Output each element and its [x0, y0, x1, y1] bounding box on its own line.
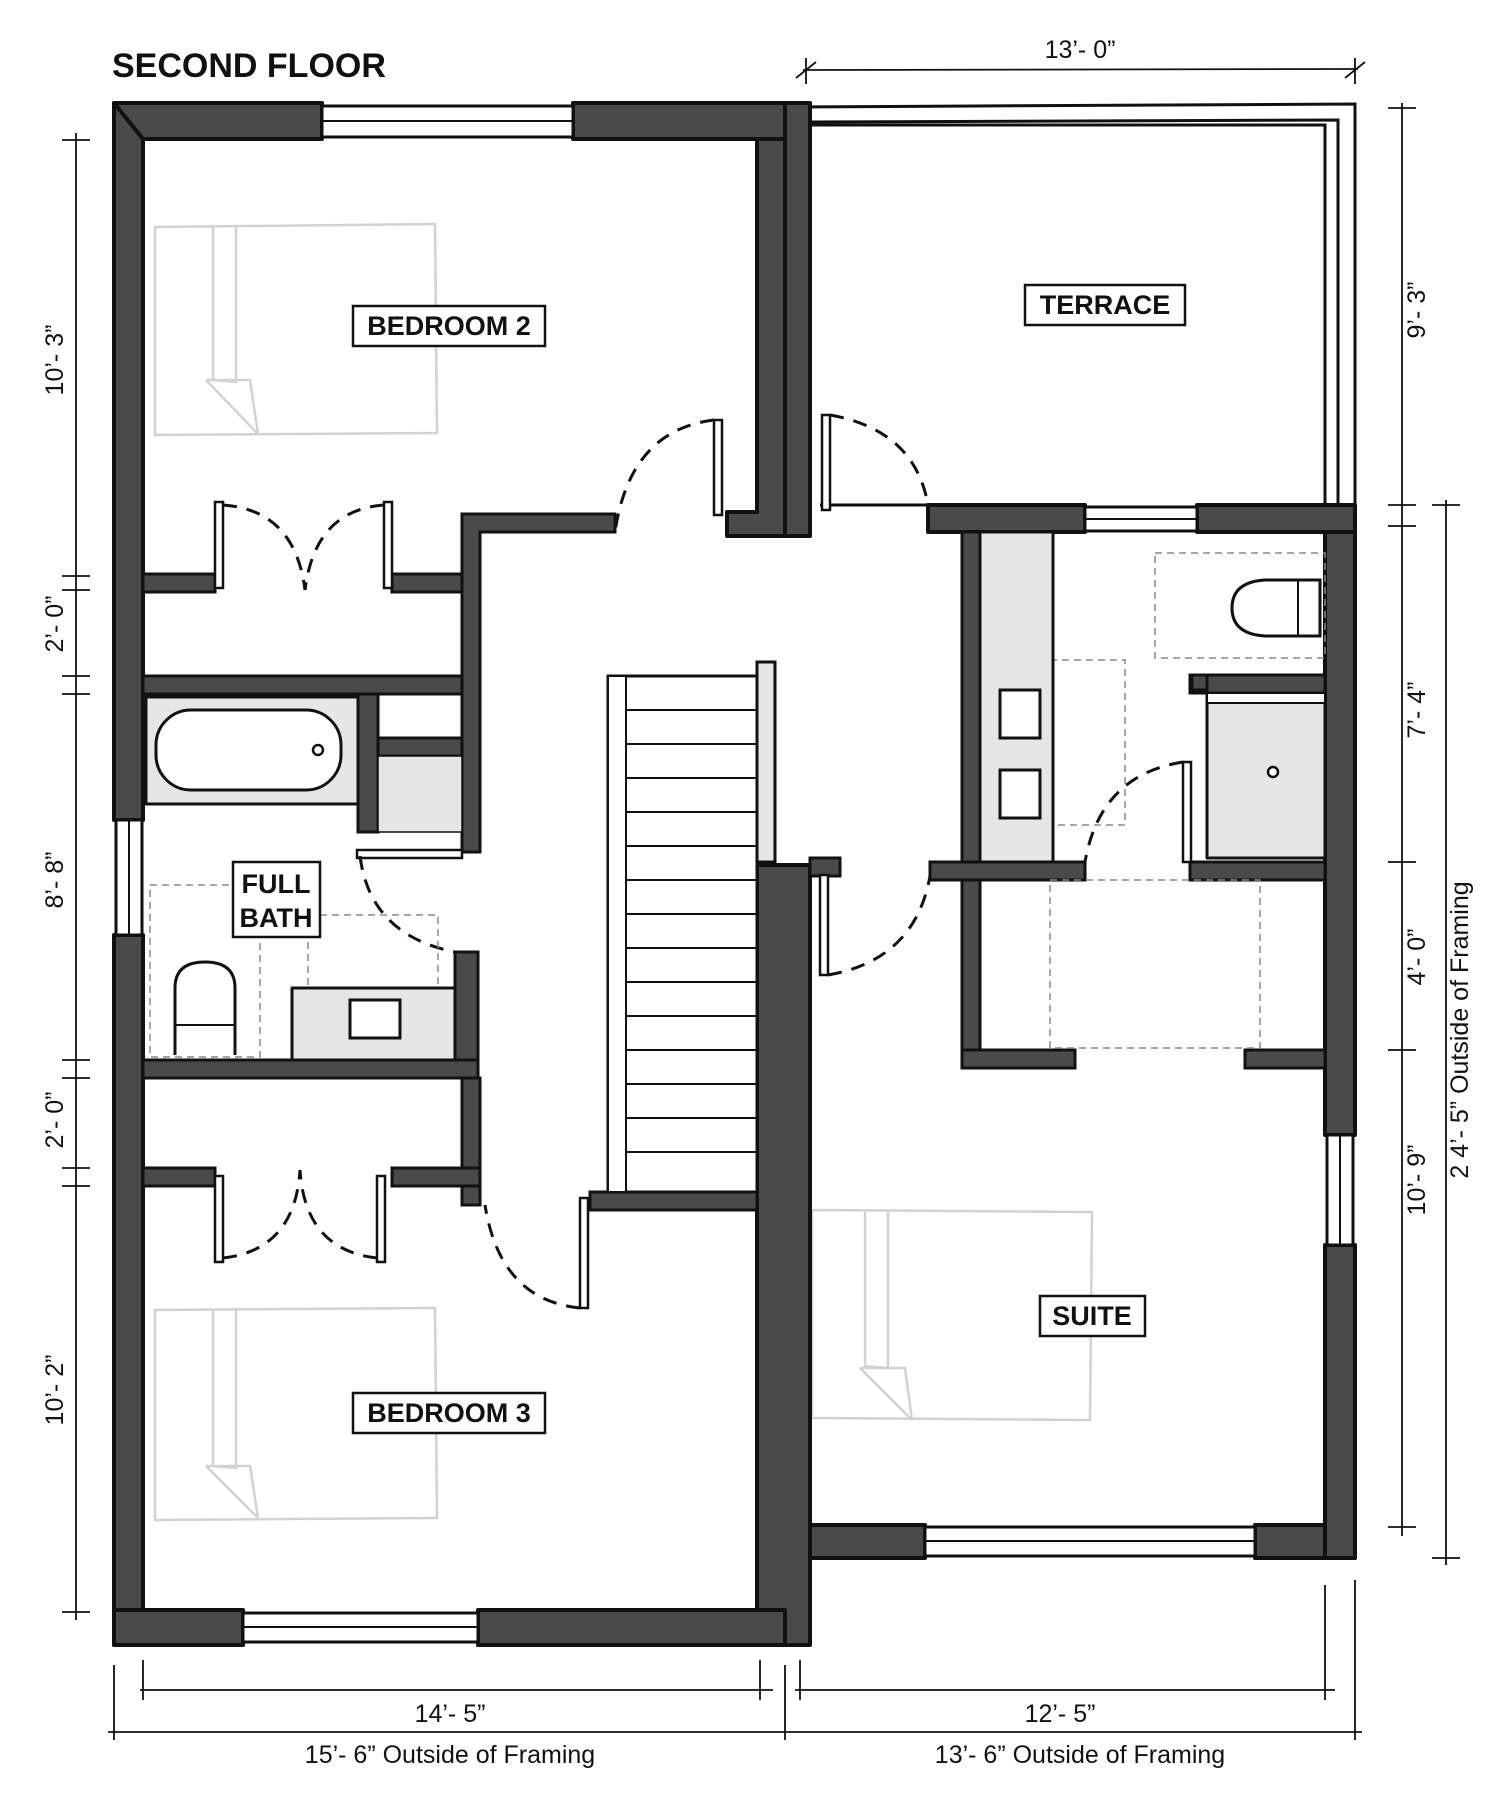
label-full-bath-text-2: BATH	[240, 903, 313, 933]
dim-right-bath-text: 7’- 4”	[1403, 682, 1431, 739]
outer-wall-south-left	[112, 1608, 245, 1647]
label-terrace-text: TERRACE	[1040, 290, 1171, 320]
outer-wall-east-lower	[1323, 1243, 1357, 1560]
wall-spine-lower	[755, 863, 812, 1647]
wall-terrace-west	[783, 101, 812, 538]
wall-suite-bath-north-a	[926, 503, 1087, 534]
linen-closet	[377, 755, 463, 833]
bathtub	[144, 695, 360, 806]
dim-bottom-inner: 14’- 5” 12’- 5”	[140, 1585, 1335, 1728]
door-bedroom2-closet	[213, 500, 394, 591]
label-full-bath: FULL BATH	[231, 860, 322, 939]
label-suite-text: SUITE	[1052, 1301, 1132, 1331]
toilet-suite-bath	[1154, 552, 1326, 659]
outer-wall-south-left2	[476, 1608, 787, 1647]
wall-bath-south	[141, 1058, 480, 1080]
door-terrace	[820, 413, 930, 512]
window-bedroom3	[241, 1611, 480, 1644]
dim-right: 9’- 3” 7’- 4” 4’- 0” 10’- 9”	[1388, 103, 1431, 1536]
dim-left-bedroom3-text: 10’- 2”	[41, 1355, 69, 1426]
outer-wall-west-lower	[112, 933, 145, 1647]
staircase	[606, 660, 777, 1194]
wall-bath-east	[453, 950, 480, 1062]
dim-left: 10’- 3” 2’- 0” 8’- 8” 2’- 0” 10’- 2”	[41, 133, 90, 1620]
dim-bottom-outer: 15’- 6” Outside of Framing 13’- 6” Outsi…	[108, 1580, 1362, 1769]
door-suite-bath	[1083, 760, 1193, 864]
outer-wall-west-upper	[112, 101, 145, 822]
wall-bedroom3-closet-left	[141, 1166, 217, 1188]
dim-bottom-right-inner-text: 12’- 5”	[1025, 1700, 1096, 1728]
wall-linen-shelf-mid	[376, 736, 464, 758]
dim-right-closet-text: 4’- 0”	[1403, 929, 1431, 986]
wall-suite-bath-west	[960, 530, 982, 1070]
dim-bottom-left-outer-text: 15’- 6” Outside of Framing	[305, 1741, 595, 1769]
dim-left-hall-upper-text: 2’- 0”	[41, 596, 69, 653]
window-bedroom2	[320, 104, 575, 139]
window-suite-east	[1325, 1133, 1355, 1247]
bed-bedroom2	[153, 222, 439, 437]
dim-right-overall-text: 2 4’- 5” Outside of Framing	[1446, 881, 1474, 1178]
door-bedroom3	[483, 1196, 590, 1310]
dim-right-overall: 2 4’- 5” Outside of Framing	[1432, 500, 1474, 1565]
plan-title: SECOND FLOOR	[112, 47, 386, 85]
dim-right-suite-text: 10’- 9”	[1403, 1145, 1431, 1216]
label-suite: SUITE	[1038, 1294, 1147, 1338]
wall-bedroom3-closet-right	[390, 1166, 482, 1188]
wall-suite-bath-north-b	[1195, 503, 1357, 534]
label-bedroom2: BEDROOM 2	[351, 304, 547, 348]
suite-closet	[1049, 879, 1261, 1049]
terrace-railing	[789, 102, 1357, 507]
dim-bottom-right-outer-text: 13’- 6” Outside of Framing	[935, 1741, 1225, 1769]
wall-closet-bottom-a	[960, 1048, 1077, 1070]
dim-left-bedroom2-text: 10’- 3”	[41, 325, 69, 396]
window-west-bath	[114, 818, 144, 937]
label-full-bath-text-1: FULL	[242, 869, 311, 899]
label-bedroom3: BEDROOM 3	[351, 1391, 547, 1435]
door-full-bath	[355, 848, 464, 954]
wall-bedroom2-closet-left	[141, 572, 217, 594]
dim-left-hall-lower-text: 2’- 0”	[41, 1092, 69, 1149]
dim-top-text: 13’- 0”	[1045, 36, 1116, 64]
bed-bedroom3	[153, 1306, 439, 1522]
dim-top: 13’- 0”	[795, 36, 1366, 84]
wall-bedroom2-closet-right	[390, 572, 472, 594]
vanity-suite-bath	[978, 530, 1126, 864]
window-suite-bath	[1083, 505, 1199, 533]
label-bedroom3-text: BEDROOM 3	[367, 1398, 531, 1428]
wall-suite-bath-south-b	[1188, 860, 1327, 882]
door-bedroom3-closet	[213, 1169, 387, 1264]
wall-hall-upper	[460, 512, 617, 854]
wall-shower-west	[1190, 673, 1209, 692]
wall-linen-divider	[356, 692, 380, 834]
vanity-full-bath	[290, 914, 457, 1062]
toilet-full-bath	[149, 884, 261, 1058]
shower	[1205, 691, 1327, 860]
outer-wall-north-mid	[571, 101, 787, 538]
outer-wall-east-upper	[1323, 503, 1357, 1137]
outer-wall-south-right-a	[808, 1523, 927, 1560]
label-terrace: TERRACE	[1023, 283, 1187, 327]
door-suite	[818, 873, 932, 977]
wall-suite-entry	[808, 856, 842, 878]
dim-bottom-left-inner-text: 14’- 5”	[415, 1700, 486, 1728]
dim-right-terrace-text: 9’- 3”	[1403, 282, 1431, 339]
wall-closet-bottom-b	[1243, 1048, 1327, 1070]
wall-suite-bath-south-a	[928, 860, 1087, 882]
wall-shower-top	[1188, 673, 1327, 695]
outer-wall-north-left	[112, 101, 324, 141]
wall-stair-south	[588, 1190, 759, 1212]
dim-left-bath-text: 8’- 8”	[41, 852, 69, 909]
label-bedroom2-text: BEDROOM 2	[367, 311, 531, 341]
wall-linen-shelf-upper	[141, 674, 464, 696]
door-bedroom2	[613, 418, 724, 533]
window-suite-south	[923, 1525, 1257, 1558]
wall-bedroom2-east	[725, 137, 787, 538]
